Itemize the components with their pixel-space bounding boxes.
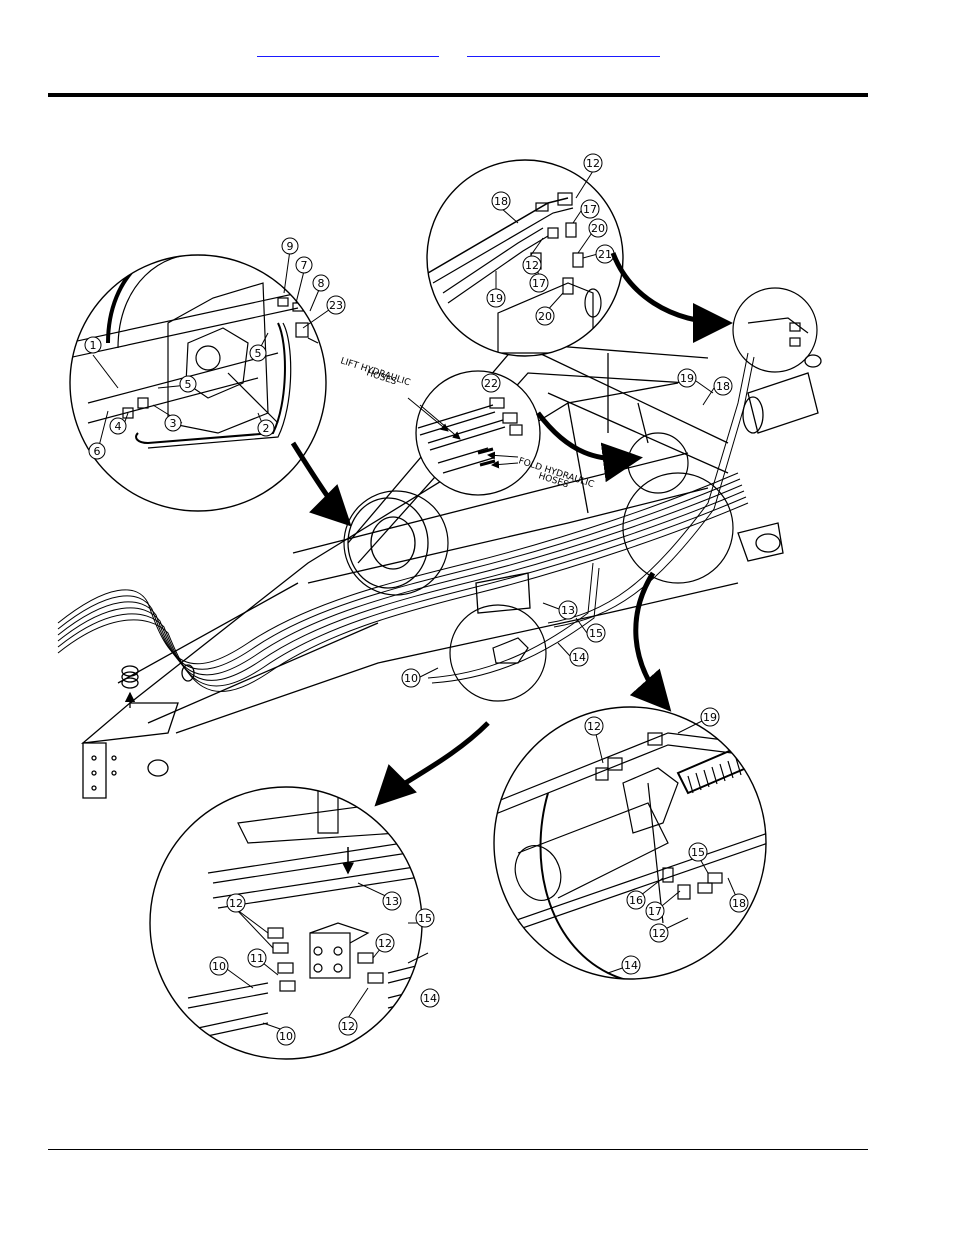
valve-block-main (493, 638, 528, 663)
callout-11-bl: 11 (250, 952, 264, 965)
callout-12-br1: 12 (587, 720, 601, 733)
arrow-top-right (613, 253, 728, 323)
callout-17-mid: 17 (532, 277, 546, 290)
detail-reel: 1 2 3 4 5 5 6 7 8 9 23 (68, 238, 345, 511)
callout-13-bl: 13 (385, 895, 399, 908)
callout-5a: 5 (185, 378, 192, 391)
arrow-lower-right (636, 573, 668, 708)
callout-14-main: 14 (572, 651, 586, 664)
callout-15-bl: 15 (418, 912, 432, 925)
callout-5b: 5 (255, 347, 262, 360)
callout-13-main: 13 (561, 604, 575, 617)
callout-17-top: 17 (583, 203, 597, 216)
header-rule (48, 93, 868, 97)
callout-10-bl1: 10 (212, 960, 226, 973)
fold-hoses-label: FOLD HYDRAULIC HOSES (517, 456, 595, 490)
detail-top-right: 12 17 20 21 12 17 20 18 19 (427, 154, 623, 356)
footer-rule (48, 1149, 868, 1150)
arrow-lower-left (378, 723, 488, 803)
arrow-mid (538, 413, 638, 459)
hydraulic-hose-diagram: 1 2 3 4 5 5 6 7 8 9 23 (48, 143, 836, 1078)
callout-22: 22 (484, 377, 498, 390)
callout-19-main: 19 (680, 372, 694, 385)
callout-2: 2 (263, 422, 270, 435)
callout-14-bl: 14 (423, 992, 437, 1005)
callout-3: 3 (170, 417, 177, 430)
detail-lift-fold: 22 (416, 371, 540, 495)
callout-4: 4 (115, 420, 122, 433)
arrow-reel (293, 443, 348, 523)
detail-valve-block: 12 13 15 12 10 11 14 12 10 (150, 783, 478, 1059)
callout-21: 21 (598, 248, 612, 261)
callout-18-top: 18 (494, 195, 508, 208)
callout-12-bl1: 12 (229, 897, 243, 910)
callout-10-main: 10 (404, 672, 418, 685)
callout-12-bl2: 12 (378, 937, 392, 950)
lift-hoses-label: LIFT HYDRAULIC HOSES (339, 356, 411, 388)
callout-15-main: 15 (589, 627, 603, 640)
callout-1: 1 (90, 339, 97, 352)
callout-12-bl3: 12 (341, 1020, 355, 1033)
detail-marker-right (733, 288, 817, 372)
detail-bottom-right: 19 12 15 16 17 12 18 14 (493, 707, 768, 983)
header-link-2[interactable] (467, 42, 660, 57)
callout-20-top: 20 (591, 222, 605, 235)
callout-12-top: 12 (586, 157, 600, 170)
callout-14-br: 14 (624, 959, 638, 972)
callout-15-br: 15 (691, 846, 705, 859)
callout-23: 23 (329, 299, 343, 312)
callout-18-br: 18 (732, 897, 746, 910)
header-link-1[interactable] (257, 42, 439, 57)
callout-19-br: 19 (703, 711, 717, 724)
parts-diagram: 1 2 3 4 5 5 6 7 8 9 23 (48, 143, 836, 1078)
callout-8: 8 (318, 277, 325, 290)
callout-7: 7 (301, 259, 308, 272)
callout-12-br2: 12 (652, 927, 666, 940)
callout-19-top: 19 (489, 292, 503, 305)
callout-17-br: 17 (648, 905, 662, 918)
callout-12-mid: 12 (525, 259, 539, 272)
callout-9: 9 (287, 240, 294, 253)
callout-16-br: 16 (629, 894, 643, 907)
callout-6: 6 (94, 445, 101, 458)
callout-20-mid: 20 (538, 310, 552, 323)
callout-18-main: 18 (716, 380, 730, 393)
callout-10-bl2: 10 (279, 1030, 293, 1043)
